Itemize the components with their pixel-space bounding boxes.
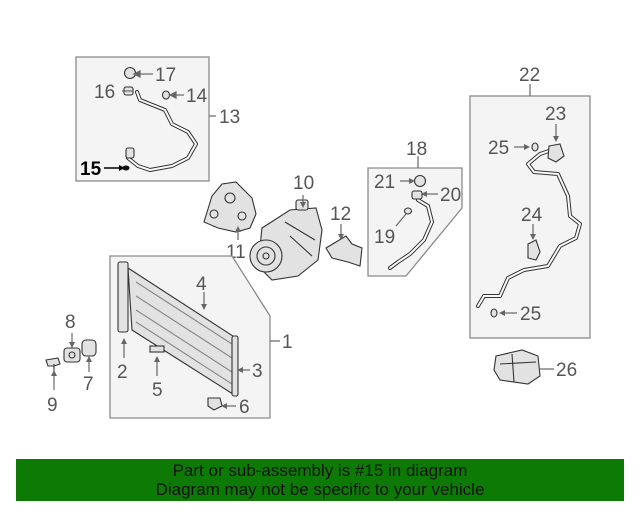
oring-15-part (122, 165, 130, 171)
callout-25-bottom: 25 (520, 304, 541, 325)
callout-21: 21 (374, 172, 395, 193)
callout-10: 10 (293, 173, 314, 194)
oring-14-part (161, 90, 171, 100)
compressor-group: 10 (249, 173, 323, 281)
bracket-12-part (325, 235, 363, 267)
callout-15-highlighted: 15 (80, 159, 102, 180)
cap-17-part (123, 66, 137, 80)
condenser-group: 1 4 2 3 5 6 (109, 255, 293, 419)
callout-1: 1 (282, 332, 293, 353)
hose-19-box (367, 167, 463, 277)
cap-21-part (413, 174, 427, 188)
callout-25-top: 25 (488, 138, 509, 159)
callout-9: 9 (47, 395, 58, 416)
oring-19-part (403, 207, 413, 215)
receiver-26-group: 26 (493, 349, 577, 385)
callout-14: 14 (186, 86, 208, 107)
bracket-24-part (527, 239, 541, 261)
oring-25-bottom-part (490, 308, 498, 318)
info-banner: Part or sub-assembly is #15 in diagram D… (16, 459, 624, 501)
callout-6: 6 (239, 397, 250, 418)
receiver-tank-part (117, 261, 129, 333)
fasteners-group: 8 7 9 (45, 312, 97, 416)
callout-20: 20 (440, 185, 461, 206)
callout-18: 18 (406, 139, 427, 160)
oring-25-top-part (531, 142, 539, 152)
bolt-6-part (207, 397, 223, 411)
hose-19-group: 18 21 20 19 (367, 139, 463, 277)
cushion-7-part (81, 339, 97, 357)
callout-8: 8 (65, 312, 76, 333)
callout-7: 7 (83, 374, 94, 395)
bracket-5-part (149, 345, 165, 353)
hose-assembly-group: 17 16 14 13 15 (75, 56, 240, 182)
callout-2: 2 (117, 362, 128, 383)
callout-26: 26 (556, 360, 577, 381)
pipe-22-group: 22 23 25 24 25 (469, 65, 591, 339)
callout-3: 3 (252, 361, 263, 382)
callout-24: 24 (521, 205, 543, 226)
bracket-group: 11 (203, 181, 257, 263)
callout-13: 13 (219, 107, 240, 128)
bolt-9-part (45, 357, 61, 367)
bracket-11-part (203, 181, 257, 233)
valve-20-part (411, 190, 423, 200)
bushing-8-part (63, 347, 81, 363)
receiver-26-part (493, 349, 541, 385)
callout-4: 4 (196, 274, 207, 295)
callout-23: 23 (545, 104, 566, 125)
banner-line-1: Part or sub-assembly is #15 in diagram (172, 461, 468, 480)
banner-line-2: Diagram may not be specific to your vehi… (155, 480, 485, 499)
callout-12: 12 (330, 204, 351, 225)
callout-19: 19 (374, 227, 395, 248)
parts-diagram: 17 16 14 13 15 11 10 12 (45, 56, 591, 419)
callout-16: 16 (94, 82, 115, 103)
callout-22: 22 (519, 65, 540, 86)
valve-23-part (547, 143, 565, 163)
bracket-12-group: 12 (325, 204, 363, 267)
fitting-part (125, 147, 135, 159)
callout-5: 5 (152, 380, 163, 401)
callout-17: 17 (155, 65, 176, 86)
tank-3-part (231, 335, 239, 397)
